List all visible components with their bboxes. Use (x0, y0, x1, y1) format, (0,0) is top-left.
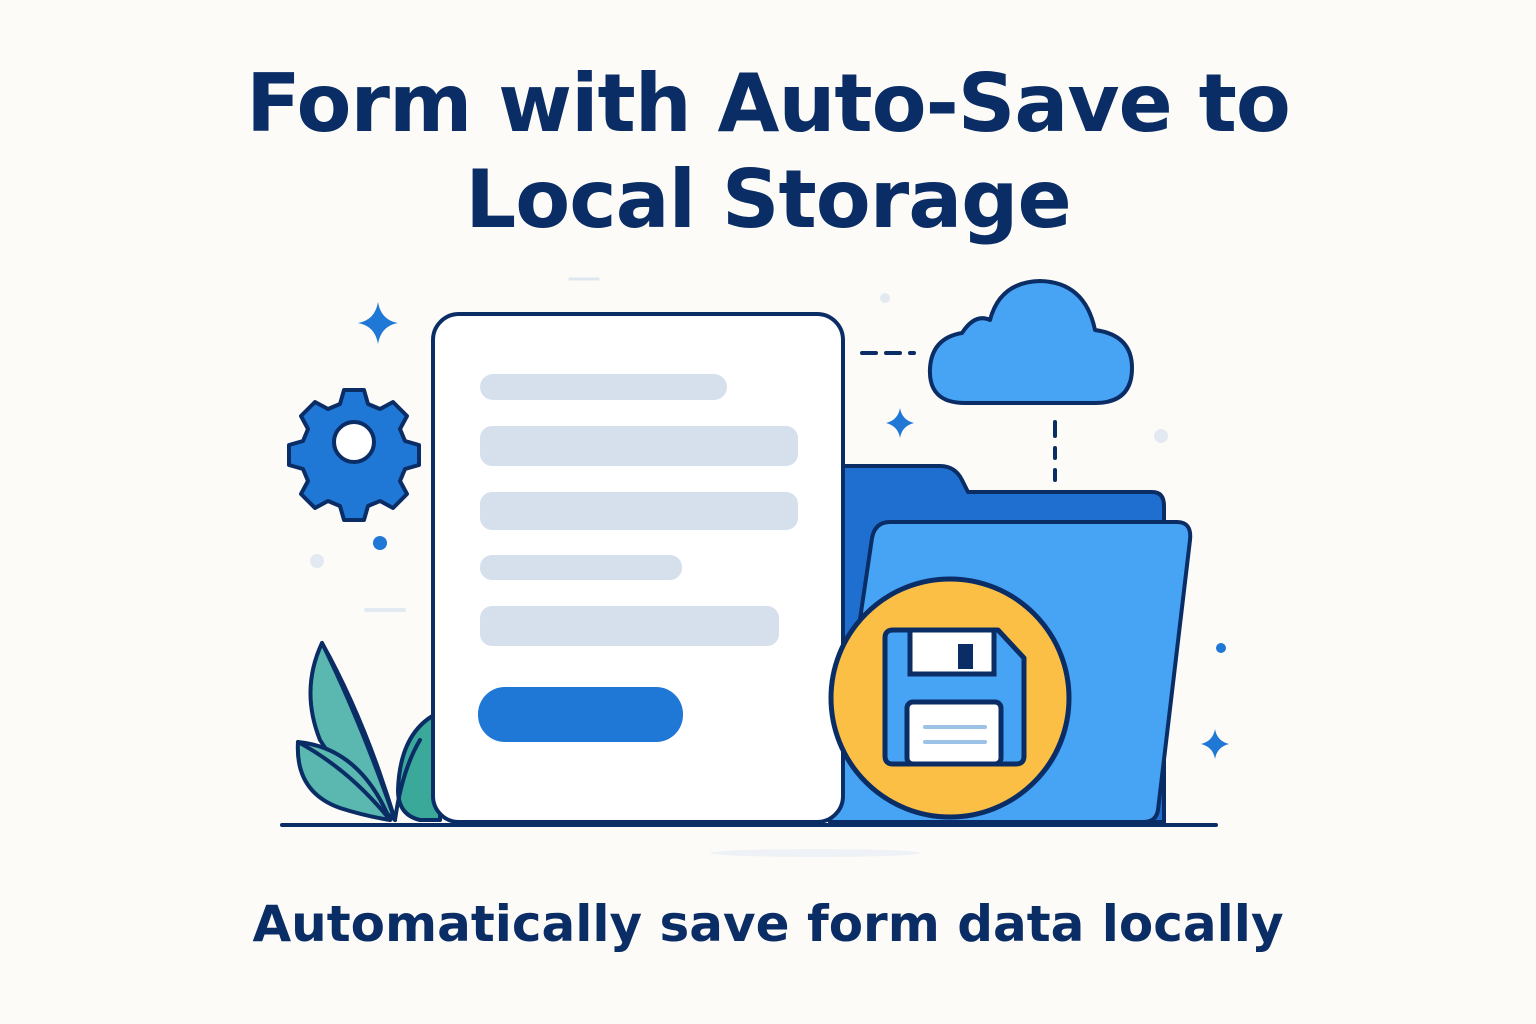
form-submit-button-shape (478, 687, 683, 742)
form-field-placeholder (480, 606, 779, 646)
form-label-placeholder (480, 555, 682, 580)
floppy-disk-icon (828, 576, 1072, 820)
form-field-placeholder (480, 492, 798, 530)
page-title-line-2: Local Storage (465, 153, 1071, 246)
leaf-icon (295, 641, 442, 822)
decorative-dots (310, 277, 1226, 857)
subtitle: Automatically save form data locally (252, 895, 1284, 953)
cloud-icon (927, 279, 1134, 405)
page-title: Form with Auto-Save to Local Storage (0, 56, 1536, 248)
sparkle-icon (358, 302, 1229, 759)
gear-icon (287, 388, 421, 522)
form-field-placeholder (480, 426, 798, 466)
form-label-placeholder (480, 374, 727, 400)
form-card (431, 312, 845, 824)
sync-connector (860, 351, 1057, 482)
page-title-line-1: Form with Auto-Save to (246, 57, 1291, 150)
